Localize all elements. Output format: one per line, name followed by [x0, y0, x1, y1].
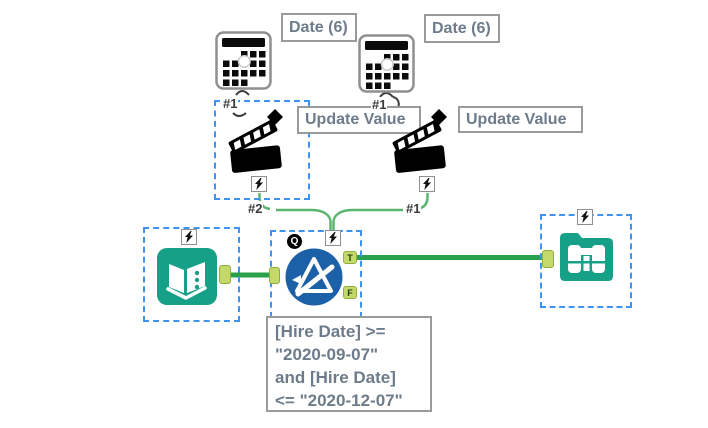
lightning-icon — [581, 211, 589, 223]
connector-label-cal2: #1 — [371, 97, 388, 113]
filter-annotation-line: "2020-09-07" — [275, 345, 379, 364]
action-anchor-browse[interactable] — [577, 209, 593, 225]
selection-box-text-input — [143, 227, 240, 322]
annotation-date1[interactable]: Date (6) — [281, 13, 357, 42]
input-anchor-browse[interactable] — [542, 250, 554, 268]
filter-annotation[interactable]: [Hire Date] >= "2020-09-07" and [Hire Da… — [266, 316, 432, 412]
tool-action1[interactable] — [228, 108, 290, 179]
binoculars-icon — [560, 233, 613, 281]
wire-date2-to-action2-top-arc[interactable] — [379, 92, 394, 98]
open-book-icon — [157, 248, 217, 305]
clapperboard-icon — [392, 109, 447, 173]
tool-action2[interactable] — [392, 108, 454, 179]
action-anchor-action1[interactable] — [251, 176, 267, 192]
lightning-icon — [255, 178, 263, 190]
action-anchor-text-input[interactable] — [181, 229, 197, 245]
wire-date1-to-action1-bottom-arc[interactable] — [232, 112, 247, 117]
wire-action2-to-filter[interactable] — [332, 208, 404, 231]
false-anchor-filter[interactable]: F — [343, 286, 357, 299]
annotation-date2[interactable]: Date (6) — [424, 14, 500, 43]
filter-triangle-icon — [285, 248, 343, 306]
connector-label-action2: #1 — [405, 201, 422, 217]
wire-date1-to-action1-top-arc[interactable] — [235, 90, 250, 96]
lightning-icon — [329, 232, 337, 244]
action-anchor-filter[interactable] — [325, 230, 341, 246]
clapperboard-icon — [228, 109, 283, 173]
input-anchor-filter[interactable] — [269, 267, 280, 284]
connector-label-cal1: #1 — [222, 96, 239, 112]
selection-box-action1 — [214, 100, 310, 200]
q-badge: Q — [287, 234, 302, 249]
lightning-icon — [423, 178, 431, 190]
true-anchor-filter[interactable]: T — [343, 251, 357, 264]
tool-filter[interactable] — [285, 248, 343, 311]
tool-date2[interactable] — [358, 34, 415, 98]
calendar-icon — [215, 31, 272, 90]
annotation-action2[interactable]: Update Value — [458, 106, 583, 133]
filter-annotation-line: [Hire Date] >= — [275, 322, 386, 341]
tool-date1[interactable] — [215, 31, 272, 95]
connector-label-action1: #2 — [247, 201, 264, 217]
annotation-action1[interactable]: Update Value — [297, 106, 421, 134]
action-anchor-action2[interactable] — [419, 176, 435, 192]
output-anchor-text-input[interactable] — [219, 265, 231, 284]
filter-annotation-line: and [Hire Date] — [275, 368, 396, 387]
filter-annotation-line: <= "2020-12-07" — [275, 391, 403, 410]
tool-text-input[interactable] — [156, 247, 218, 311]
wire-action1-to-filter[interactable] — [276, 208, 332, 231]
tool-browse[interactable] — [556, 228, 617, 292]
lightning-icon — [185, 231, 193, 243]
calendar-icon — [358, 34, 415, 93]
